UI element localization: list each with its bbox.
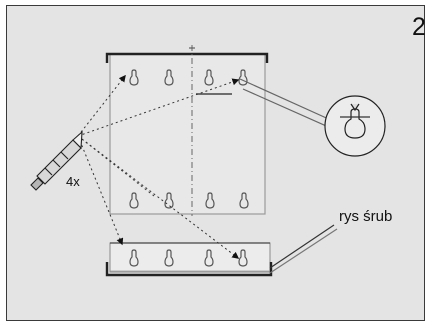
step-number: 2 — [412, 13, 426, 41]
screw-line-label: rys śrub — [339, 208, 393, 225]
keyhole-slot-icon — [129, 69, 248, 86]
pencil-icon — [30, 130, 83, 191]
repeat-count-label: 4x — [66, 174, 80, 189]
keyhole-slot-icon — [129, 249, 248, 267]
marking-arrows — [77, 74, 240, 259]
mounting-plate — [105, 45, 269, 216]
magnifier-detail-icon — [239, 78, 386, 157]
callout-leader — [269, 224, 338, 274]
keyhole-slot-icon — [129, 192, 249, 209]
